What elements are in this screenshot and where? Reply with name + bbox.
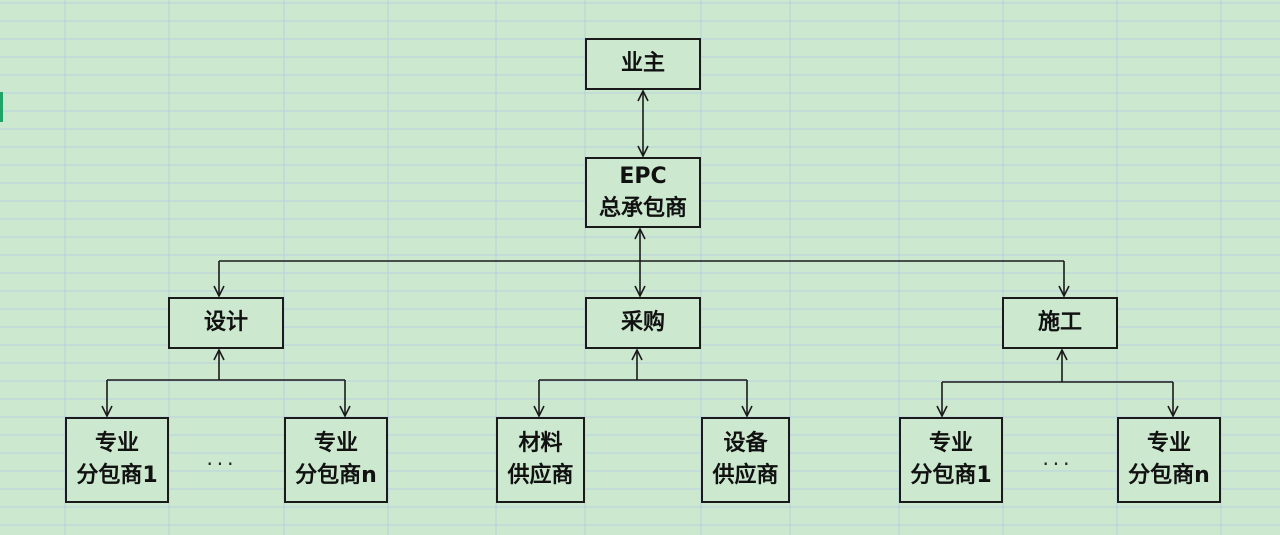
material-line1: 材料 [518, 431, 563, 457]
equipment-supplier-box: 设备 供应商 [701, 417, 790, 503]
equipment-line2: 供应商 [712, 463, 779, 488]
design-subn-line1: 专业 [313, 431, 358, 457]
design-subcontractor-n-box: 专业 分包商n [284, 417, 388, 503]
design-label: 设计 [203, 310, 248, 336]
procurement-box: 采购 [585, 297, 701, 349]
construction-subn-line1: 专业 [1146, 431, 1191, 457]
design-subcontractor-1-box: 专业 分包商1 [65, 417, 169, 503]
construction-sub1-line2: 分包商1 [910, 463, 992, 488]
design-subn-line2: 分包商n [295, 463, 377, 488]
owner-label: 业主 [620, 51, 665, 77]
design-sub1-line1: 专业 [94, 431, 139, 457]
material-supplier-box: 材料 供应商 [496, 417, 585, 503]
construction-box: 施工 [1002, 297, 1118, 349]
epc-label: EPC [619, 163, 667, 189]
construction-label: 施工 [1037, 310, 1082, 336]
construction-subcontractor-n-box: 专业 分包商n [1117, 417, 1221, 503]
construction-subcontractor-1-box: 专业 分包商1 [899, 417, 1003, 503]
material-line2: 供应商 [507, 463, 574, 488]
construction-sub1-line1: 专业 [928, 431, 973, 457]
epc-subtitle: 总承包商 [598, 195, 687, 221]
procurement-label: 采购 [620, 310, 665, 336]
selected-row-marker [0, 92, 3, 122]
construction-subn-line2: 分包商n [1128, 463, 1210, 488]
construction-ellipsis: ··· [1042, 452, 1074, 476]
design-box: 设计 [168, 297, 284, 349]
design-ellipsis: ··· [206, 452, 238, 476]
design-sub1-line2: 分包商1 [76, 463, 158, 488]
owner-box: 业主 [585, 38, 701, 90]
epc-contractor-box: EPC 总承包商 [585, 157, 701, 228]
equipment-line1: 设备 [723, 431, 768, 457]
